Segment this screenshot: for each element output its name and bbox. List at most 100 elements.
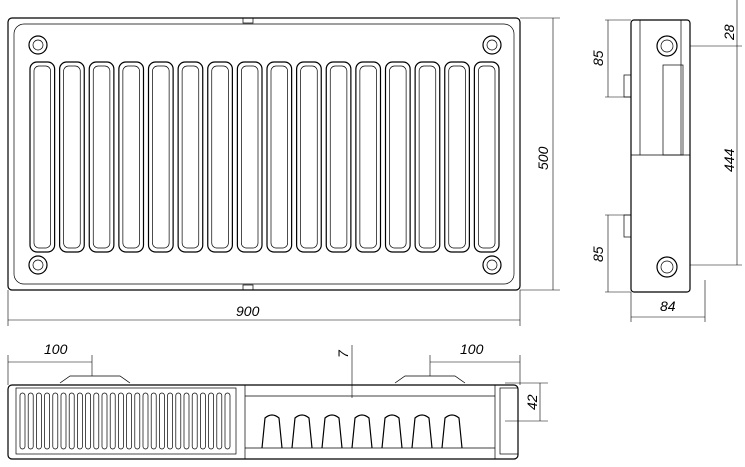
fin-inner xyxy=(478,65,496,249)
fin xyxy=(236,61,263,253)
side-outline xyxy=(630,19,691,293)
cut-fin xyxy=(351,414,373,449)
cut-fin xyxy=(291,414,313,449)
right-bracket xyxy=(394,375,466,384)
fin xyxy=(384,61,411,253)
right-bracket-label: 100 xyxy=(460,341,484,357)
fin xyxy=(88,61,115,253)
convector-fin xyxy=(159,392,165,450)
fin-inner xyxy=(300,65,318,249)
fin xyxy=(325,61,352,253)
fin xyxy=(207,61,233,253)
cut-fin xyxy=(321,414,343,449)
plug-inner-icon xyxy=(486,259,498,271)
fin-inner xyxy=(152,65,170,249)
convector-fin xyxy=(109,392,116,450)
fin-inner xyxy=(448,65,466,249)
front-view: 500 900 xyxy=(7,17,560,326)
convector-section xyxy=(15,387,237,455)
fin xyxy=(118,61,145,253)
cut-fin xyxy=(441,414,463,449)
fin-inner xyxy=(359,65,377,249)
fin-inner xyxy=(329,65,348,249)
fin-inner xyxy=(211,65,229,249)
fin xyxy=(177,61,204,253)
cut-section xyxy=(244,384,496,460)
fin-inner xyxy=(122,65,140,249)
convector-fin xyxy=(150,392,157,450)
fin-inner xyxy=(389,65,407,249)
convector-fins xyxy=(19,392,231,450)
convector-fin xyxy=(68,392,75,450)
cut-fin xyxy=(411,414,433,449)
height-label: 500 xyxy=(535,146,551,170)
width-label: 900 xyxy=(236,303,260,319)
depth-label: 84 xyxy=(660,298,676,314)
plug-icon xyxy=(28,35,48,55)
top-view: 100 100 7 42 xyxy=(7,341,548,460)
convector-fin xyxy=(44,392,50,450)
connection-height-label: 42 xyxy=(524,394,540,410)
convector-fin xyxy=(216,392,223,450)
plug-icon xyxy=(482,255,502,275)
top-axis-label: 28 xyxy=(721,24,737,41)
fin xyxy=(296,61,322,253)
fin-inner xyxy=(63,65,81,249)
convector-fin xyxy=(200,392,206,450)
plug-inner-icon xyxy=(486,39,498,51)
convector-fin xyxy=(224,392,231,450)
plug-icon xyxy=(28,255,48,275)
fin xyxy=(29,61,56,253)
convector-fin xyxy=(101,392,108,450)
cut-fins xyxy=(261,414,463,449)
plug-inner-icon xyxy=(32,39,44,51)
side-bracket-bottom xyxy=(623,214,632,238)
fin xyxy=(59,61,85,253)
convector-fin xyxy=(175,392,182,450)
side-bracket-top xyxy=(623,74,632,98)
convector-fin xyxy=(77,392,83,450)
fin-inner xyxy=(92,65,111,249)
top-connection-icon xyxy=(656,35,678,57)
front-inner-frame xyxy=(13,23,515,285)
axis-distance-label: 444 xyxy=(721,148,737,172)
bottom-connection-icon xyxy=(656,256,678,278)
fin xyxy=(147,61,174,253)
convector-fin xyxy=(118,392,124,450)
top-clip xyxy=(242,17,254,24)
corner-plugs xyxy=(28,35,502,275)
fin-inner xyxy=(181,65,200,249)
fin-inner xyxy=(418,65,437,249)
convector-fin xyxy=(183,392,190,450)
convector-fin xyxy=(36,392,42,450)
convector-fin xyxy=(142,392,149,450)
convector-fin xyxy=(167,392,173,450)
fin xyxy=(473,61,500,253)
fin-inner xyxy=(241,65,259,249)
bottom-offset-label: 85 xyxy=(590,246,606,262)
left-bracket xyxy=(59,375,131,384)
front-outline xyxy=(7,17,521,291)
cut-fin xyxy=(261,414,283,449)
side-view: 85 85 28 444 84 xyxy=(590,0,742,322)
convector-fin xyxy=(134,392,141,450)
fins xyxy=(29,61,500,253)
plug-inner-icon xyxy=(32,259,44,271)
convector-fin xyxy=(85,392,91,450)
convector-fin xyxy=(27,392,34,450)
fin xyxy=(444,61,470,253)
convector-fin xyxy=(60,392,67,450)
convector-fin xyxy=(52,392,59,450)
convector-fin xyxy=(19,392,26,450)
left-bracket-label: 100 xyxy=(44,341,68,357)
top-offset-label: 85 xyxy=(590,50,606,66)
gap-label: 7 xyxy=(335,349,351,358)
cut-fin xyxy=(381,414,403,449)
fin-inner xyxy=(270,65,288,249)
bottom-clip xyxy=(242,284,254,291)
plug-icon xyxy=(482,35,502,55)
fin xyxy=(414,61,441,253)
convector-fin xyxy=(191,392,198,450)
convector-fin xyxy=(93,392,100,450)
